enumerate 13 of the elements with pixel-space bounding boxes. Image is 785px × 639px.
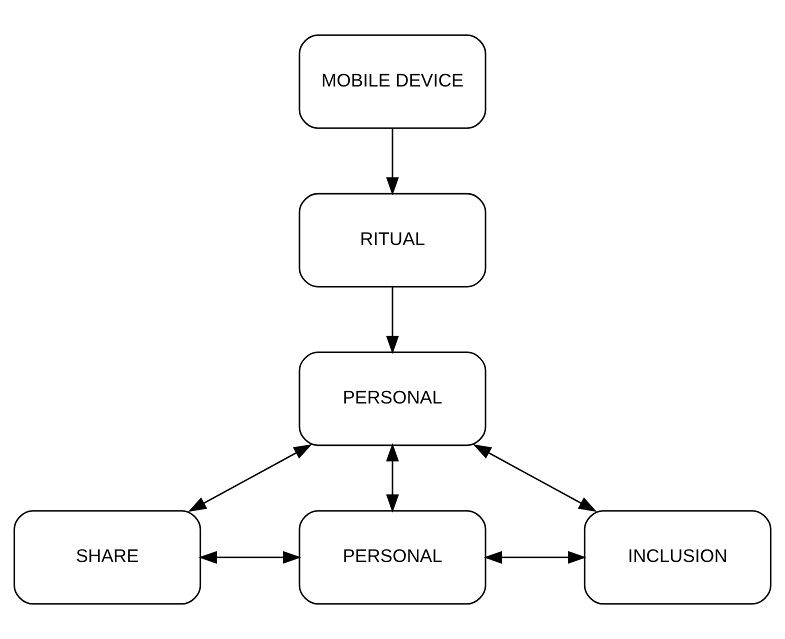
node-box: INCLUSION	[584, 510, 772, 605]
node-box: MOBILE DEVICE	[298, 34, 486, 129]
arrow	[386, 286, 399, 354]
arrow	[188, 444, 312, 512]
node-box: RITUAL	[298, 192, 486, 288]
node-box: PERSONAL	[298, 352, 486, 446]
arrow	[484, 550, 586, 564]
node-box: SHARE	[14, 510, 202, 605]
arrow	[472, 444, 597, 512]
node-box: PERSONAL	[298, 510, 486, 605]
arrow	[198, 550, 302, 564]
arrow	[386, 443, 399, 513]
arrow	[386, 128, 399, 196]
